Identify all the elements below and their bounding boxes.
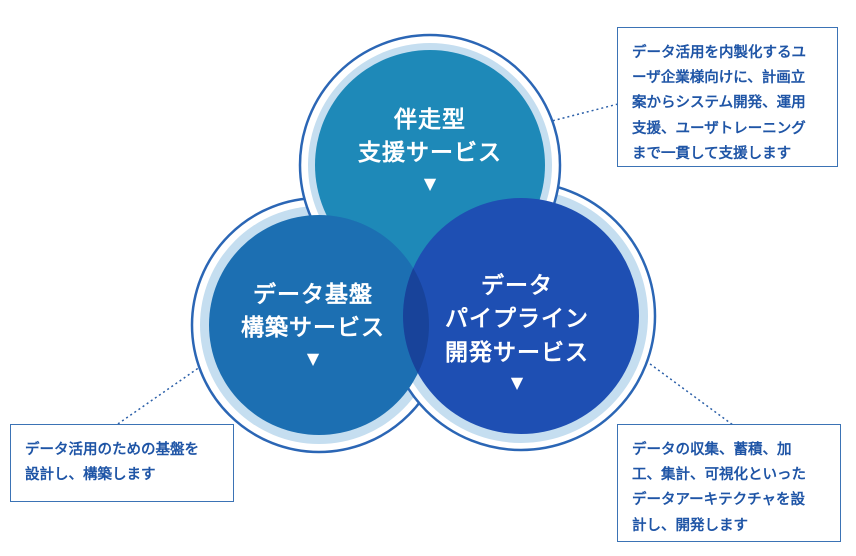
circle-top-arrow-icon: ▼ — [423, 173, 437, 193]
description-right-line: データの収集、蓄積、加 — [632, 442, 792, 458]
description-right-line: データアーキテクチャを設 — [632, 492, 805, 509]
circle-left-label[interactable]: データ基盤 構築サービス ▼ — [213, 279, 413, 371]
circle-right-fill[interactable] — [403, 198, 639, 434]
description-top-line: データ活用を内製化するユ — [632, 45, 806, 61]
description-box-top: データ活用を内製化するユ ーザ企業様向けに、計画立 案からシステム開発、運用 支… — [617, 27, 838, 167]
circle-top-title-line2: 支援サービス — [358, 140, 502, 167]
circle-right-title-line3: 開発サービス — [445, 339, 589, 366]
circle-right-title-line2: パイプライン — [445, 306, 589, 333]
circle-top-title-line1: 伴走型 — [394, 107, 466, 133]
description-left-line: 設計し、構築します — [25, 467, 156, 484]
connector-left — [111, 359, 211, 429]
connector-top — [547, 103, 619, 123]
description-box-right: データの収集、蓄積、加 工、集計、可視化といった データアーキテクチャを設 計し… — [617, 424, 841, 542]
circle-left-title-line2: 構築サービス — [241, 315, 385, 342]
circle-right-arrow-icon: ▼ — [510, 373, 524, 393]
circle-right-label[interactable]: データ パイプライン 開発サービス ▼ — [417, 270, 617, 396]
description-top-line: 支援、ユーザトレーニング — [632, 120, 806, 137]
description-right-line: 工、集計、可視化といった — [632, 467, 806, 484]
description-top-line: まで一貫して支援します — [632, 145, 792, 162]
description-top-line: 案からシステム開発、運用 — [632, 95, 806, 112]
circle-right-title-line1: データ — [481, 273, 553, 299]
description-top-line: ーザ企業様向けに、計画立 — [632, 70, 806, 87]
description-right-line: 計し、開発します — [632, 517, 748, 534]
circle-left-fill[interactable] — [209, 215, 429, 435]
description-left-line: データ活用のための基盤を — [25, 442, 199, 458]
circle-top-label[interactable]: 伴走型 支援サービス ▼ — [330, 104, 530, 196]
connector-right — [641, 357, 738, 429]
circle-left-title-line1: データ基盤 — [253, 282, 373, 308]
circle-left-arrow-icon: ▼ — [306, 348, 320, 368]
description-box-left: データ活用のための基盤を 設計し、構築します — [10, 424, 234, 502]
